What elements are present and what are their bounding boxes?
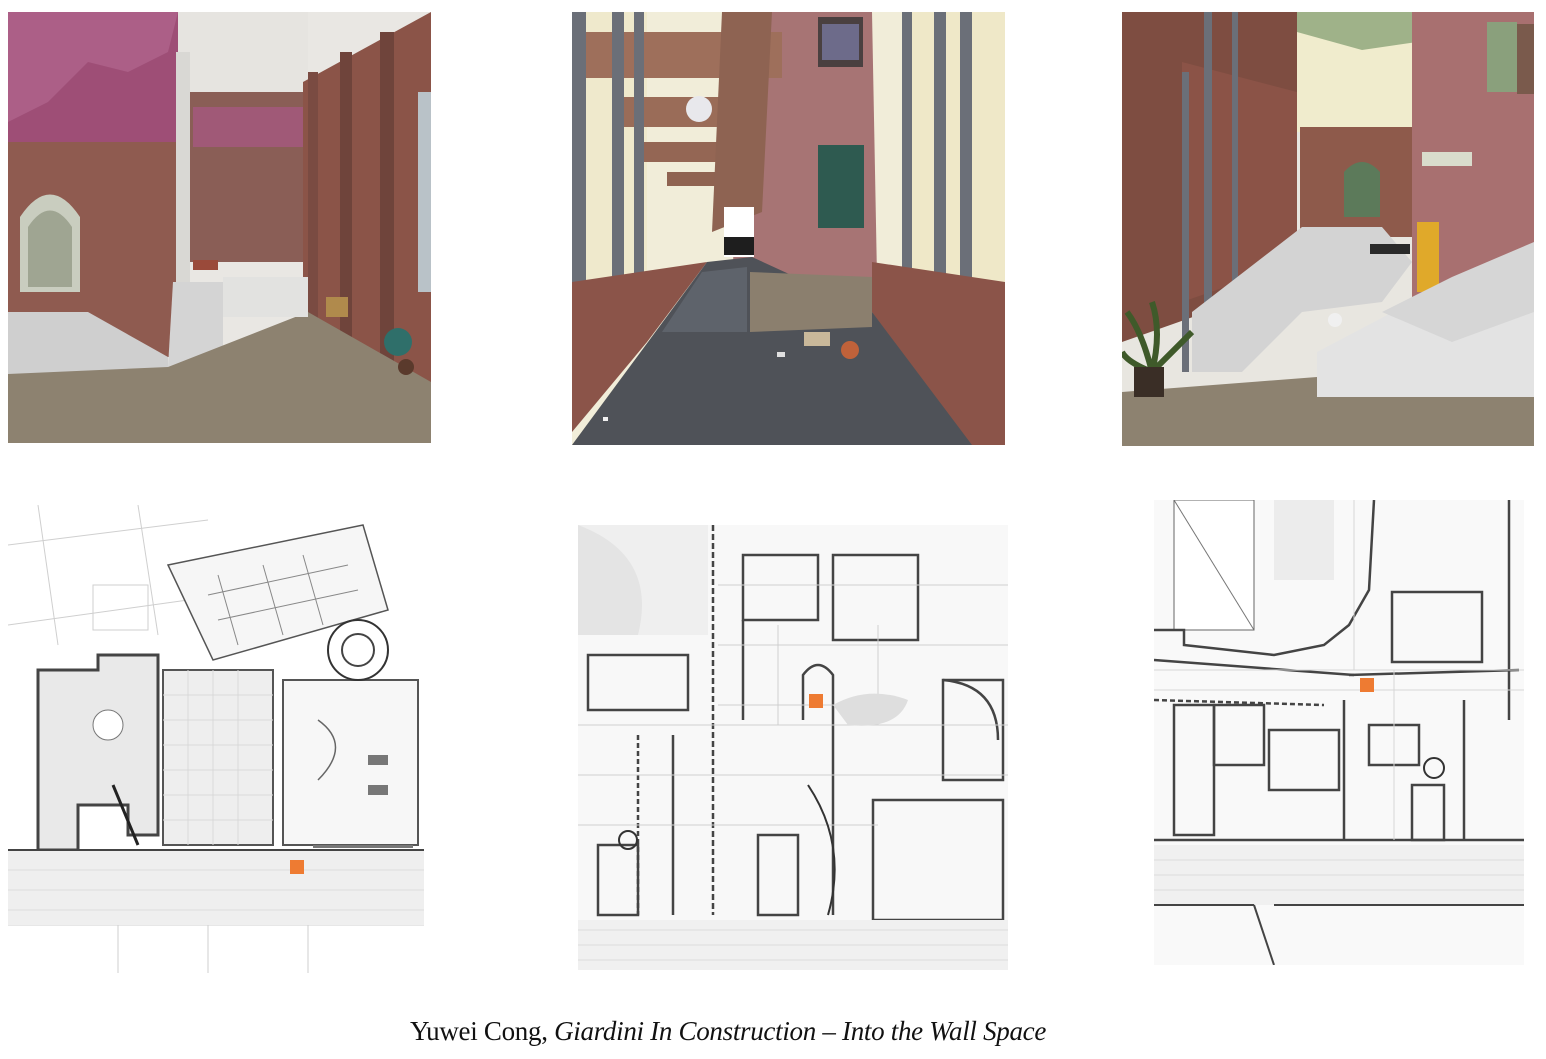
caption-title: Giardini In Construction – Into the Wall… bbox=[554, 1016, 1047, 1046]
location-marker-icon bbox=[1360, 678, 1374, 692]
plan-center bbox=[578, 525, 1008, 970]
plan-right bbox=[1154, 500, 1524, 965]
render-left bbox=[8, 12, 431, 443]
location-marker-icon bbox=[809, 694, 823, 708]
faint-label bbox=[632, 978, 932, 990]
render-right bbox=[1122, 12, 1534, 446]
figure-caption: Yuwei Cong, Giardini In Construction – I… bbox=[0, 1016, 1456, 1047]
location-marker-icon bbox=[290, 860, 304, 874]
render-center bbox=[572, 12, 1005, 445]
caption-author: Yuwei Cong, bbox=[409, 1016, 548, 1046]
plan-left bbox=[8, 505, 424, 973]
